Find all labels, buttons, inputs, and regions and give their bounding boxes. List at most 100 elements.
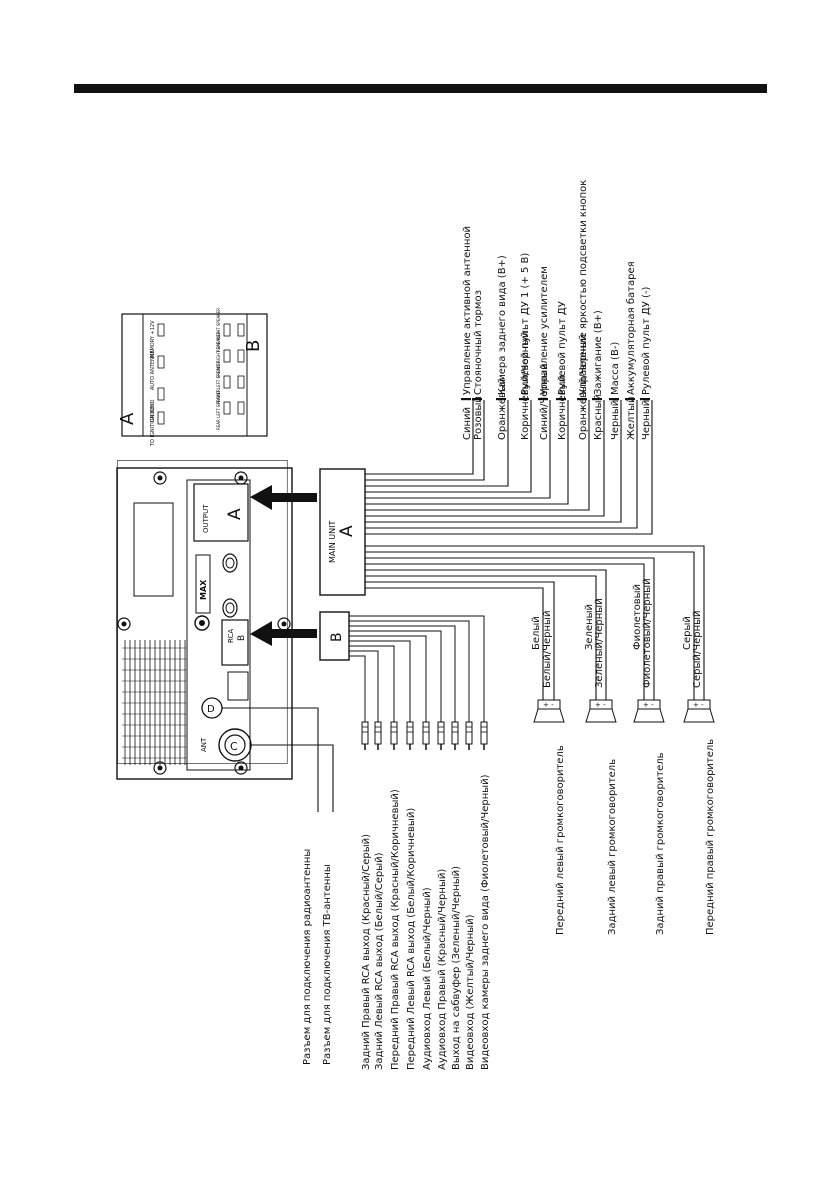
rca-output-label: Задний Правый RCA выход (Красный/Серый) [361,834,372,1070]
inset-a-pin-3: TO IGNITION KEY [150,403,156,447]
rca-plug-icon [451,721,459,750]
header-rule [74,84,767,93]
wire-color-label: Коричневый [557,375,568,440]
speaker-wire [365,557,655,700]
speaker-label: Передний правый громкоговоритель [705,739,716,935]
inset-a-pin-2: GROUND [150,399,156,422]
svg-text:+ -: + - [595,701,606,709]
rca-plug-icon [390,721,398,750]
rca-output-label: Видеовход камеры заднего вида (Фиолетовы… [480,774,491,1070]
speaker-wire-label: Серый/Черный [692,610,703,688]
rca-output-label: Задний Левый RCA выход (Белый/Серый) [374,852,385,1070]
connector-a-wire [365,400,605,517]
mounting-screws [117,471,291,775]
rca-wire [349,620,470,722]
speaker-wire-label: Зеленый [584,604,595,650]
rca-output-label: Выход на сабвуфер (Зеленый/Черный) [451,866,462,1070]
radio-antenna-wire [222,707,319,812]
inset-a-pin-1: AUTO ANTENNA [150,349,156,390]
wire-color-label: Черный [610,400,621,440]
svg-text:+ -: + - [693,701,704,709]
wire-function-label: Аккумуляторная батарея [626,261,637,395]
connector-a-labels: Синий Управление активной антеннойРозовый… [461,180,652,440]
rca-plug-icon [361,721,369,750]
rca-plug-icon [422,721,430,750]
tv-antenna-label: Разъем для подключения ТВ-антенны [322,864,333,1065]
speaker-wire-label: Фиолетовый [632,584,643,650]
wire-function-label: Управление усилителем [539,266,550,395]
port-a-label: A [225,508,245,520]
port-a [193,483,249,542]
connector-a-wire [365,400,551,499]
speaker-label: Передний левый громкоговоритель [555,745,566,935]
wire-color-label: Оранжевый/Черный [578,334,589,440]
main-unit-label: MAIN UNIT [328,521,337,563]
rca-output-label: Аудиовход Левый (Белый/Черный) [422,887,433,1070]
speaker-icon: + - [683,699,715,723]
wire-color-label: Черный [641,400,652,440]
speaker-icon: + - [585,699,617,723]
connector-a-wire [365,400,653,535]
connector-a-wire [365,400,590,511]
inset-b-pin-1: FRONT RIGHT SPEAKER [216,331,221,378]
wire-color-label: Коричневый/Черный [520,331,531,440]
speaker-wire [365,551,695,700]
speaker-wire-label: Зеленый/Черный [594,598,605,688]
rca-wire [349,640,411,722]
inset-a-pin-0: MEMORY +12V [150,320,156,358]
wire-function-label: Управление активной антенной [462,226,473,395]
wire-function-label: Управление яркостью подсветки кнопок [578,180,589,395]
arrow-a [250,485,317,510]
head-unit: OUTPUT A MAX RCA B D C ANT [116,460,293,780]
wire-color-label: Оранжевый [497,378,508,440]
wire-color-label: Розовый [473,396,484,440]
connector-a-label: A [337,525,357,537]
rca-plug-icon [465,721,473,750]
connector-a-wire [365,400,532,493]
radio-antenna-label: Разъем для подключения радиоантенны [302,849,313,1065]
rca-plug-icon [374,721,382,750]
wire-color-label: Синий/Черный [539,363,550,440]
wire-function-label: Масса (B-) [610,342,621,395]
rca-wire [349,625,456,722]
connector-a-wire [365,400,509,487]
inset-a-label: A [117,412,138,425]
speaker-wire-label: Фиолетовый/Черный [642,578,653,688]
rca-plug-icon [437,721,445,750]
inset-b-label: B [243,340,264,352]
svg-text:+ -: + - [643,701,654,709]
arrow-b [250,621,317,646]
rca-wire [349,645,395,722]
port-c-label: C [230,740,238,753]
ant-label: ANT [200,737,208,752]
rca-wire [349,630,442,722]
speaker-wire [365,581,555,700]
rca-label: RCA [227,629,235,643]
connector-a-wire [365,400,474,475]
speaker-wire [365,563,645,700]
speaker-icon: + - [533,699,565,723]
wire-function-label: Камера заднего вида (B+) [497,255,508,395]
connector-a-wire [365,400,485,481]
speaker-label: Задний левый громкоговоритель [607,759,618,935]
rca-output-label: Видеовход (Желтый/Черный) [465,914,476,1070]
rca-wires: Задний Правый RCA выход (Красный/Серый)З… [349,615,491,1070]
connector-a-wire [365,400,622,523]
speaker-wire [365,587,544,700]
wire-color-label: Синий [462,407,473,440]
connector-a-wire [365,400,638,529]
connector-a-box: A MAIN UNIT [319,468,366,596]
logo: MAX [199,579,208,600]
output-label: OUTPUT [202,504,210,533]
speaker-wire-label: Белый/Черный [542,611,553,688]
port-b [221,619,249,666]
tv-antenna-wire [251,744,334,812]
port-b-label: B [237,635,247,641]
connector-b-label: B [329,632,345,642]
speaker-wire [365,575,597,700]
connector-a-wires [365,400,653,535]
rca-plug-icon [480,721,488,750]
